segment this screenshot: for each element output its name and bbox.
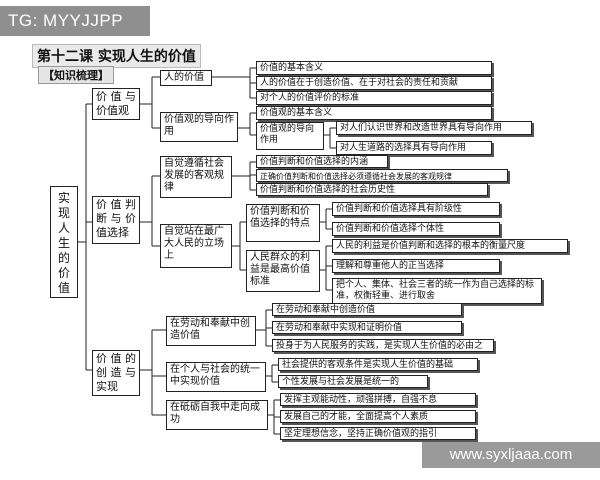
list-item: 价值判断和价值选择具有阶级性 [332, 202, 500, 216]
list-item: 发展自己的才能，全面提高个人素质 [280, 410, 476, 423]
group-values-guidance: 价值观的导向作用 [160, 112, 238, 142]
subgroup-highest-standard: 人民群众的利益是最高价值标准 [246, 250, 320, 292]
list-item: 对人生道路的选择具有导向作用 [336, 141, 492, 155]
list-item: 人民的利益是价值判断和选择的根本的衡量尺度 [332, 239, 568, 253]
section-label: 【知识梳理】 [38, 66, 114, 84]
list-item: 对人们认识世界和改造世界具有导向作用 [336, 121, 532, 135]
list-item: 投身于为人民服务的实践，是实现人生价值的必由之路 [272, 339, 494, 352]
group-labor-devotion: 在劳动和奉献中创造价值 [166, 316, 256, 346]
list-item: 正确价值判断和价值选择必须遵循社会发展的客观规律 [256, 169, 508, 182]
list-item: 理解和尊重他人的正当选择 [332, 259, 500, 273]
list-item: 社会提供的客观条件是实现人生价值的基础 [278, 358, 478, 371]
group-individual-society: 在个人与社会的统一中实现价值 [166, 362, 266, 392]
branch-value-and-values: 价 值 与 价值观 [92, 88, 140, 120]
list-item: 坚定理想信念，坚持正确价值观的指引 [280, 427, 476, 440]
list-item: 价值判断和价值选择个体性 [332, 222, 500, 236]
subgroup-judgment-features: 价值判断和价值选择的特点 [246, 204, 320, 242]
list-item: 把个人、集体、社会三者的统一作为自己选择的标准，权衡轻重、进行取舍 [332, 278, 542, 304]
page-title: 第十二课 实现人生的价值 [32, 44, 201, 68]
list-item: 价值判断和价值选择的内涵 [256, 155, 388, 168]
group-human-value: 人的价值 [160, 70, 212, 86]
list-item: 个性发展与社会发展是统一的 [278, 375, 428, 388]
list-item: 对个人的价值评价的标准 [256, 91, 492, 105]
list-item: 人的价值在于创造价值、在于对社会的责任和贡献 [256, 76, 492, 90]
group-people-stance: 自觉站在最广大人民的立场上 [160, 224, 232, 268]
branch-creation-and-realization: 价 值 的 创 造 与 实现 [92, 350, 140, 396]
watermark-top: TG: MYYJJPP [0, 6, 150, 36]
group-follow-laws: 自觉遵循社会发展的客观规律 [160, 156, 232, 198]
list-item: 发挥主观能动性，顽强拼搏，自强不息 [280, 393, 476, 406]
watermark-bottom: www.syxljaaa.com [422, 442, 600, 468]
subgroup-values-guidance: 价值观的导向作用 [256, 122, 324, 150]
branch-judgment-and-choice: 价 值 判 断 与 价 值选择 [92, 196, 140, 244]
list-item: 价值的基本含义 [256, 61, 492, 75]
list-item: 在劳动和奉献中实现和证明价值 [272, 321, 462, 334]
list-item: 价值观的基本含义 [256, 106, 492, 120]
list-item: 在劳动和奉献中创造价值 [272, 303, 462, 316]
root-node: 实现人生的价值 [50, 186, 78, 298]
group-self-improvement: 在砥砺自我中走向成功 [166, 400, 268, 430]
list-item: 价值判断和价值选择的社会历史性 [256, 183, 488, 196]
